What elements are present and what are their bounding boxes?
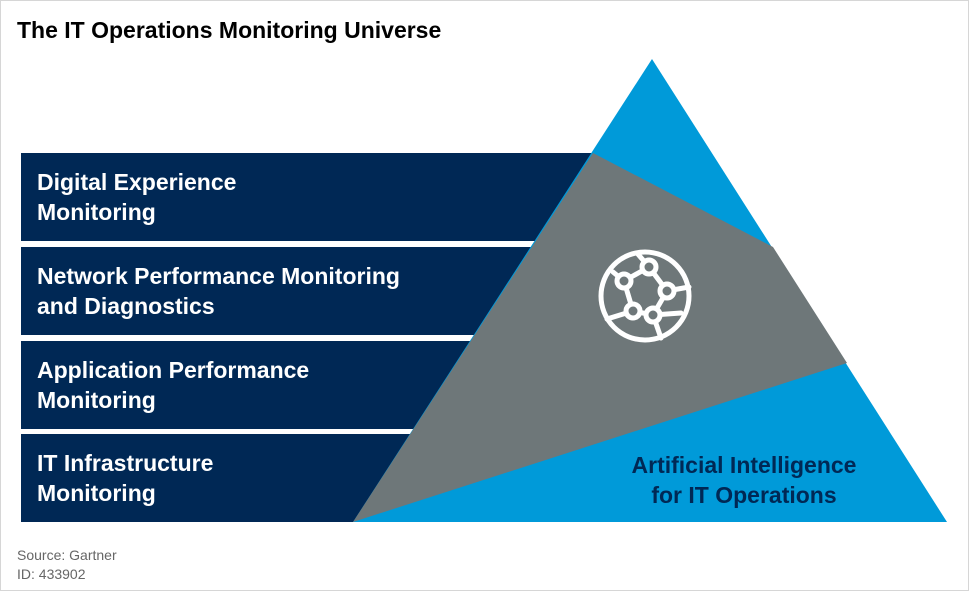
layer-label: Network Performance Monitoring and Diagn… xyxy=(37,261,457,321)
monitoring-overlap-band xyxy=(353,153,847,522)
layer-label-line2: Monitoring xyxy=(37,387,156,413)
layer-label: IT Infrastructure Monitoring xyxy=(37,448,457,508)
aiops-label-line1: Artificial Intelligence xyxy=(631,452,857,478)
source-text: Source: Gartner xyxy=(17,547,117,563)
layer-label: Application Performance Monitoring xyxy=(37,355,457,415)
layer-label-line1: Network Performance Monitoring xyxy=(37,263,400,289)
diagram-title: The IT Operations Monitoring Universe xyxy=(17,17,442,43)
footer-source: Source: Gartner ID: 433902 xyxy=(17,546,117,584)
layer-label: Digital Experience Monitoring xyxy=(37,167,457,227)
document-id: ID: 433902 xyxy=(17,566,86,582)
layer-label-line2: Monitoring xyxy=(37,199,156,225)
layer-label-line1: Application Performance xyxy=(37,357,310,383)
layer-label-line2: Monitoring xyxy=(37,480,156,506)
aiops-label: Artificial Intelligence for IT Operation… xyxy=(601,450,887,510)
layer-label-line1: IT Infrastructure xyxy=(37,450,214,476)
layer-label-line1: Digital Experience xyxy=(37,169,237,195)
layer-label-line2: and Diagnostics xyxy=(37,293,215,319)
network-globe-icon xyxy=(598,249,692,343)
aiops-label-line2: for IT Operations xyxy=(651,482,837,508)
